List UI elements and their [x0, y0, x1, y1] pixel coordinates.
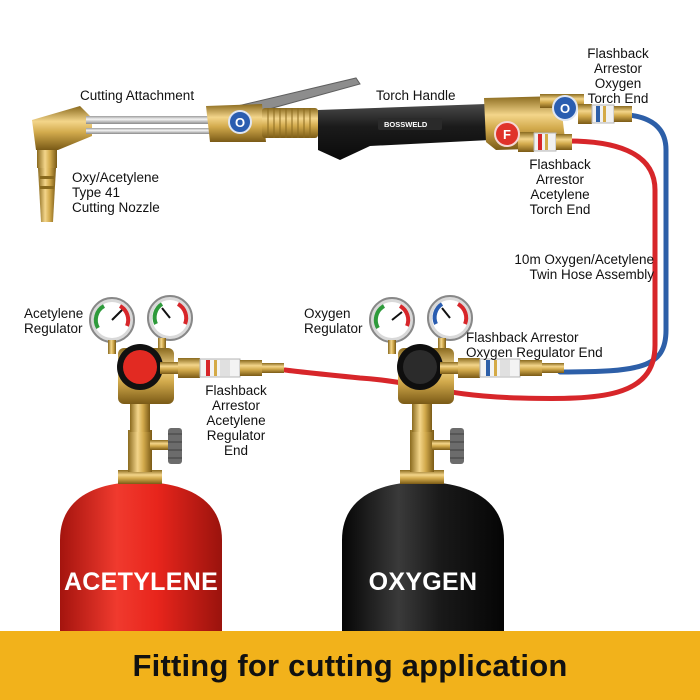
- acetylene-hose: [282, 138, 658, 401]
- label-flashback-arrestor-oxygen-regulator: Flashback Arrestor Oxygen Regulator End: [466, 330, 603, 360]
- cutting-tube: [86, 116, 236, 124]
- torch-handle: [318, 104, 490, 160]
- oxygen-cylinder: [342, 482, 504, 631]
- label-cutting-attachment: Cutting Attachment: [80, 88, 195, 103]
- oxygen-cylinder-label: OXYGEN: [369, 568, 478, 596]
- oxygen-badge-attachment: O: [228, 110, 252, 134]
- svg-text:O: O: [235, 115, 245, 130]
- flashback-arrestor-oxygen-torch: [578, 104, 632, 124]
- cutting-torch: BOSSWELD O O F: [32, 77, 632, 222]
- flashback-arrestor-acetylene-regulator: [178, 358, 284, 378]
- acetylene-gauge-left: [89, 297, 135, 354]
- oxygen-gauge-right: [427, 295, 473, 352]
- brand-logo: BOSSWELD: [384, 120, 428, 129]
- twin-hose: [282, 111, 669, 401]
- oxygen-hose: [557, 111, 669, 375]
- label-flashback-arrestor-oxygen-torch: Flashback Arrestor Oxygen Torch End: [587, 46, 649, 106]
- label-flashback-arrestor-acetylene-regulator: Flashback Arrestor Acetylene Regulator E…: [205, 383, 267, 458]
- label-flashback-arrestor-acetylene-torch: Flashback Arrestor Acetylene Torch End: [529, 157, 591, 217]
- label-cutting-nozzle: Oxy/Acetylene Type 41 Cutting Nozzle: [72, 170, 160, 215]
- cutting-head: [32, 106, 92, 150]
- acetylene-valve-handwheel: [168, 428, 182, 464]
- acetylene-cylinder: [60, 482, 222, 631]
- oxygen-gauge-left: [369, 297, 415, 354]
- caption-banner: Fitting for cutting application: [0, 631, 700, 700]
- oxygen-badge-torch: O: [552, 95, 578, 121]
- cutting-nozzle: [37, 148, 57, 222]
- svg-text:F: F: [503, 127, 511, 142]
- acetylene-gauge-right: [147, 295, 193, 352]
- fuel-badge-torch: F: [494, 121, 520, 147]
- label-oxygen-regulator: Oxygen Regulator: [304, 306, 363, 336]
- label-acetylene-regulator: Acetylene Regulator: [24, 306, 84, 336]
- svg-text:O: O: [560, 101, 570, 116]
- acetylene-cylinder-assembly: ACETYLENE: [60, 295, 284, 631]
- label-torch-handle: Torch Handle: [376, 88, 456, 103]
- caption-text: Fitting for cutting application: [132, 647, 568, 683]
- label-twin-hose: 10m Oxygen/Acetylene Twin Hose Assembly: [514, 252, 654, 282]
- flashback-arrestor-oxygen-regulator: [458, 358, 564, 378]
- acetylene-cylinder-label: ACETYLENE: [64, 568, 218, 596]
- flashback-arrestor-acetylene-torch: [518, 132, 572, 152]
- oxygen-valve-handwheel: [450, 428, 464, 464]
- oxygen-cylinder-assembly: OXYGEN: [342, 295, 564, 631]
